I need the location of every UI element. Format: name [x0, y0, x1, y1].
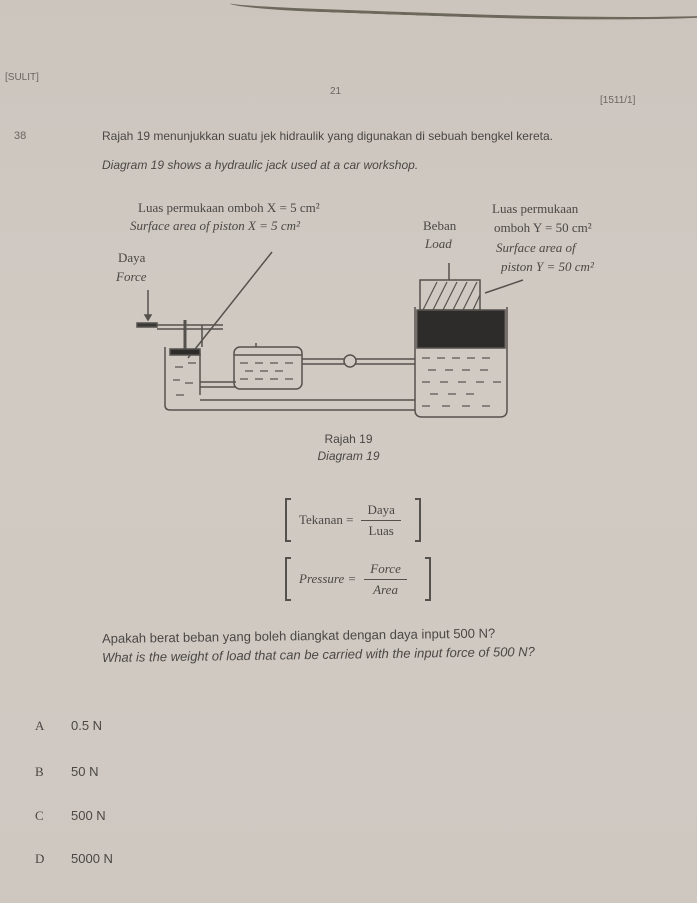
- option-value: 5000 N: [71, 851, 113, 866]
- option-b[interactable]: B 50 N: [35, 764, 98, 780]
- formula-ms-denominator: Luas: [368, 522, 394, 538]
- bracket-right: [424, 557, 431, 601]
- label-load-en: Load: [425, 236, 452, 251]
- paper-code: [1511/1]: [600, 95, 636, 106]
- label-piston-y-en-1: Surface area of: [496, 240, 576, 255]
- option-value: 50 N: [71, 764, 99, 779]
- option-letter: B: [35, 764, 44, 779]
- option-letter: D: [35, 851, 45, 866]
- option-letter: A: [35, 718, 45, 733]
- formula-en-fraction: Force Area: [364, 561, 407, 598]
- label-piston-y-ms-2: omboh Y = 50 cm²: [494, 220, 592, 235]
- header-sulit: [SULIT]: [5, 72, 39, 83]
- option-a[interactable]: A 0.5 N: [35, 718, 102, 734]
- option-d[interactable]: D 5000 N: [35, 851, 113, 867]
- label-force-ms: Daya: [118, 250, 146, 265]
- formula-en-denominator: Area: [373, 581, 398, 597]
- ask-text-ms: Apakah berat beban yang boleh diangkat d…: [101, 625, 496, 646]
- page-number: 21: [330, 86, 342, 97]
- bracket-right: [414, 498, 421, 542]
- formula-en-numerator: Force: [364, 561, 407, 580]
- jack-schematic: [136, 251, 524, 418]
- label-piston-x-ms: Luas permukaan omboh X = 5 cm²: [138, 200, 320, 215]
- formula-ms-fraction: Daya Luas: [361, 502, 401, 539]
- hydraulic-jack-diagram: Luas permukaan omboh X = 5 cm² Surface a…: [100, 195, 660, 425]
- formula-ms-numerator: Daya: [361, 502, 401, 521]
- label-load-ms: Beban: [423, 218, 457, 233]
- formula-en: Pressure = Force Area: [285, 557, 431, 601]
- option-value: 0.5 N: [71, 718, 103, 733]
- option-value: 500 N: [71, 808, 106, 823]
- bracket-left: [285, 498, 291, 542]
- formula-en-lhs: Pressure =: [299, 571, 357, 586]
- ask-text-en: What is the weight of load that can be c…: [101, 643, 535, 665]
- question-number: 38: [14, 130, 27, 142]
- question-text-ms: Rajah 19 menunjukkan suatu jek hidraulik…: [102, 129, 553, 143]
- bracket-left: [285, 557, 291, 601]
- label-force-en: Force: [116, 269, 147, 284]
- formula-ms-lhs: Tekanan =: [299, 512, 354, 527]
- label-piston-y-ms-1: Luas permukaan: [492, 201, 579, 216]
- option-c[interactable]: C 500 N: [35, 808, 106, 824]
- label-piston-x-en: Surface area of piston X = 5 cm²: [130, 218, 300, 233]
- diagram-caption-en: Diagram 19: [317, 449, 380, 463]
- diagram-caption-ms: Rajah 19: [324, 432, 373, 446]
- formula-ms: Tekanan = Daya Luas: [285, 498, 421, 542]
- page-edge-shadow: [229, 0, 697, 28]
- label-piston-y-en-2: piston Y = 50 cm²: [501, 259, 594, 274]
- option-letter: C: [35, 808, 44, 823]
- question-text-en: Diagram 19 shows a hydraulic jack used a…: [102, 158, 419, 172]
